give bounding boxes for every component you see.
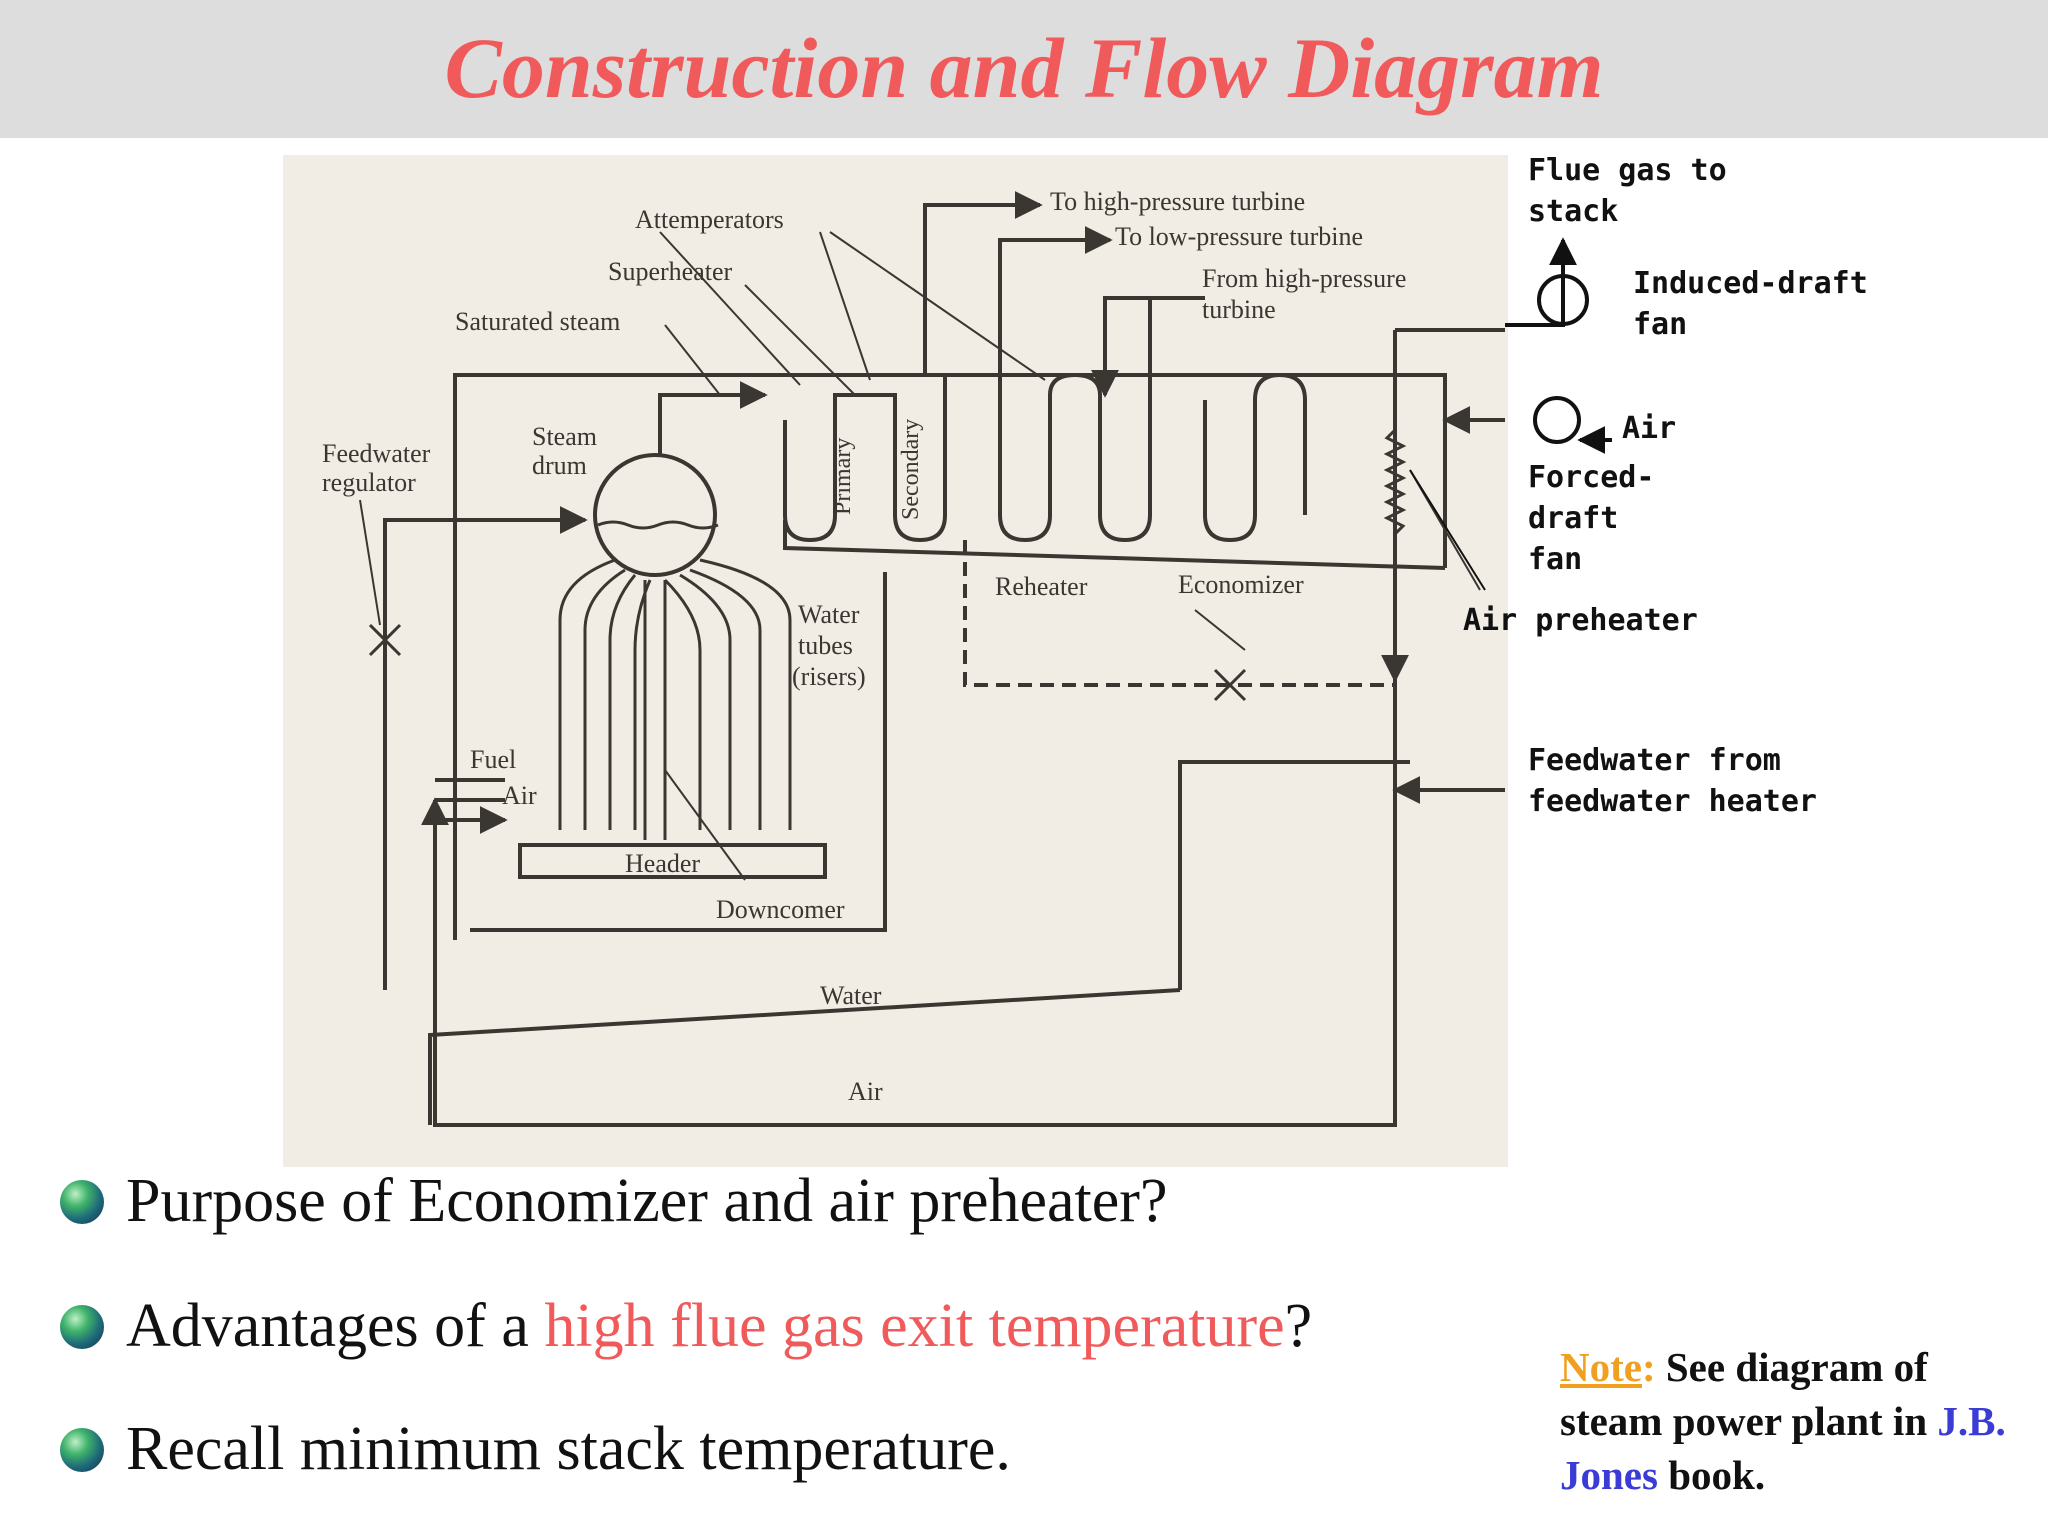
- label-header: Header: [625, 849, 700, 878]
- water-bottom-line: [428, 988, 1181, 1125]
- air-preheater-duct: [1393, 328, 1505, 790]
- label-fuel: Fuel: [470, 745, 516, 774]
- label-forced-line1: Forced-: [1528, 460, 1655, 495]
- air-preheater-coil: [1383, 428, 1407, 536]
- bullet-2-suffix: ?: [1284, 1292, 1313, 1360]
- label-from-hp-1: From high-pressure: [1202, 264, 1406, 293]
- from-hp-line: [1091, 296, 1205, 398]
- furnace-inner-wall: [470, 572, 887, 932]
- bullet-text-1: Purpose of Economizer and air preheater?: [126, 1167, 1168, 1235]
- label-water: Water: [820, 981, 882, 1010]
- label-flue-gas: Flue gas to stack: [1528, 150, 1727, 232]
- bullet-2-prefix: Advantages of a: [126, 1292, 545, 1360]
- economizer-coil: [1203, 372, 1307, 543]
- label-flue-gas-line2: stack: [1528, 194, 1619, 229]
- label-superheater: Superheater: [608, 257, 733, 286]
- furnace-lower-right: [783, 520, 1446, 570]
- label-air-preheater: Air preheater: [1463, 603, 1698, 638]
- label-water-tubes-1: Water: [798, 600, 860, 629]
- forced-draft-fan: [1533, 396, 1581, 444]
- label-primary: Primary: [830, 438, 856, 515]
- downcomer: [643, 580, 667, 840]
- flue-gas-line: [1505, 237, 1577, 327]
- note-author: J.B. Jones: [1560, 1398, 2006, 1498]
- hp-turbine-line: [923, 191, 1043, 395]
- label-induced-line1: Induced-draft: [1633, 266, 1868, 301]
- label-feedwater-from-heater: Feedwater from feedwater heater: [1528, 740, 1817, 822]
- bullet-globe-icon: [60, 1180, 104, 1224]
- title-bar: [0, 0, 2048, 138]
- water-return-line: [1178, 760, 1410, 990]
- label-feedwater-regulator-1: Feedwater: [322, 439, 431, 468]
- label-induced-draft-fan: Induced-draft fan: [1633, 263, 1868, 345]
- label-water-tubes-3: (risers): [792, 662, 866, 691]
- header: [518, 843, 827, 879]
- bullet-item-3: Recall minimum stack temperature.: [60, 1414, 1460, 1484]
- riser-tubes: [558, 558, 792, 830]
- label-steam-drum-2: drum: [532, 451, 587, 480]
- label-forced-line3: fan: [1528, 542, 1583, 577]
- label-forced-draft-fan: Forced- draft fan: [1528, 457, 1654, 580]
- label-air-right: Air: [1622, 411, 1677, 446]
- note-colon: :: [1641, 1344, 1656, 1390]
- label-attemperators: Attemperators: [635, 205, 784, 234]
- diagram-image-background: [283, 155, 1508, 1167]
- label-secondary: Secondary: [898, 419, 924, 520]
- reheater-coil: [998, 270, 1152, 543]
- fuel-air-inlet: [435, 778, 505, 820]
- label-feedwater-line2: feedwater heater: [1528, 784, 1817, 819]
- label-steam-drum-1: Steam: [532, 422, 597, 451]
- page-title: Construction and Flow Diagram: [444, 20, 1604, 116]
- label-air-bottom: Air: [848, 1077, 883, 1106]
- bullet-text-2: Advantages of a high flue gas exit tempe…: [126, 1291, 1312, 1361]
- primary-superheater-coil: [783, 393, 947, 543]
- bullet-globe-icon: [60, 1305, 104, 1349]
- label-flue-gas-line1: Flue gas to: [1528, 153, 1727, 188]
- note-text-1: See diagram of steam power plant in: [1560, 1344, 1938, 1444]
- label-economizer: Economizer: [1178, 570, 1304, 599]
- label-to-lp-turbine: To low-pressure turbine: [1115, 222, 1363, 251]
- bullet-text-3: Recall minimum stack temperature.: [126, 1415, 1011, 1483]
- bullet-globe-icon: [60, 1428, 104, 1472]
- label-feedwater-line1: Feedwater from: [1528, 743, 1781, 778]
- feedwater-regulator-valve: [368, 623, 402, 657]
- label-to-hp-turbine: To high-pressure turbine: [1050, 187, 1305, 216]
- bullet-2-highlight: high flue gas exit temperature: [544, 1292, 1285, 1360]
- label-feedwater-regulator-2: regulator: [322, 468, 416, 497]
- label-from-hp-2: turbine: [1202, 295, 1276, 324]
- bullet-item-1: Purpose of Economizer and air preheater?: [60, 1166, 1460, 1236]
- feedwater-left-line: [383, 506, 588, 990]
- saturated-steam-line: [658, 381, 768, 455]
- note-label: Note: [1560, 1344, 1642, 1390]
- air-bottom-line: [421, 790, 1397, 1127]
- bypass-dashed-line: [963, 540, 1395, 687]
- label-induced-line2: fan: [1633, 307, 1688, 342]
- label-air-inlet: Air: [502, 781, 537, 810]
- preheater-pointer: [1409, 469, 1486, 591]
- bypass-valve: [1213, 668, 1247, 702]
- bullet-item-2: Advantages of a high flue gas exit tempe…: [60, 1291, 1460, 1361]
- label-downcomer: Downcomer: [716, 895, 845, 924]
- furnace-wall: [453, 373, 1447, 940]
- note-box: Note: See diagram of steam power plant i…: [1560, 1340, 2030, 1502]
- label-reheater: Reheater: [995, 572, 1088, 601]
- steam-drum: [593, 453, 717, 577]
- label-water-tubes-2: tubes: [798, 631, 853, 660]
- drum-water-line: [597, 520, 719, 530]
- note-text-2: book.: [1657, 1452, 1766, 1498]
- lp-turbine-line: [998, 226, 1113, 270]
- leader-lines: [359, 231, 1481, 881]
- label-forced-line2: draft: [1528, 501, 1619, 536]
- label-saturated-steam: Saturated steam: [455, 307, 620, 336]
